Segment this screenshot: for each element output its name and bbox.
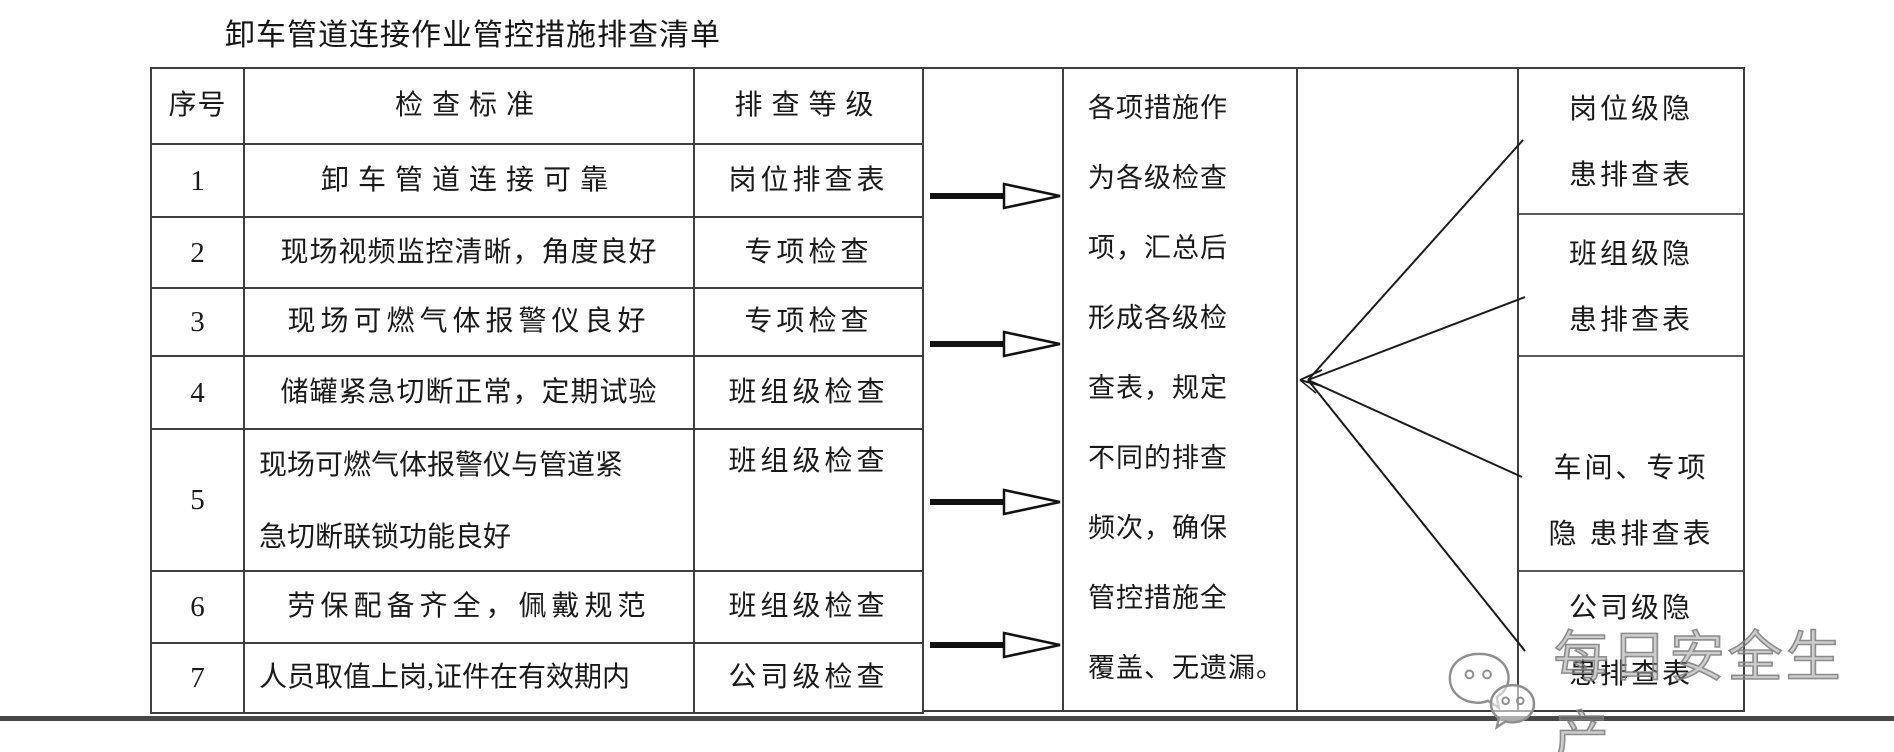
standard-cell: 现场可燃气体报警仪与管道紧 急切断联锁功能良好	[245, 430, 695, 572]
flow-arrow-icon	[930, 330, 1061, 358]
row-no: 7	[152, 644, 245, 714]
standard-cell: 卸车管道连接可靠	[245, 145, 695, 218]
output-box-team-level: 班组级隐 患排查表	[1519, 215, 1743, 357]
column-header-standard: 检查标准	[245, 69, 695, 145]
level-cell: 班组级检查	[695, 357, 924, 430]
level-cell: 专项检查	[695, 218, 924, 289]
level-cell: 班组级检查	[695, 572, 924, 644]
level-cell: 专项检查	[695, 289, 924, 357]
wechat-icon	[1448, 652, 1536, 730]
row-no: 3	[152, 289, 245, 357]
level-cell: 岗位排查表	[695, 145, 924, 218]
output-box-company-level: 公司级隐 患排查表	[1568, 593, 1693, 690]
row-no: 2	[152, 218, 245, 289]
row-no: 4	[152, 357, 245, 430]
standard-cell: 劳保配备齐全，佩戴规范	[245, 572, 695, 644]
summary-note-text: 各项措施作 为各级检查 项，汇总后 形成各级检 查表，规定 不同的排查 频次，确…	[1088, 93, 1284, 683]
watermark: 每日安全生产	[1444, 612, 1894, 752]
spacer-column	[1298, 67, 1517, 712]
row-no: 5	[152, 430, 245, 572]
summary-note-box: 各项措施作 为各级检查 项，汇总后 形成各级检 查表，规定 不同的排查 频次，确…	[1062, 67, 1298, 712]
row-no: 1	[152, 145, 245, 218]
standard-cell: 现场视频监控清晰，角度良好	[245, 218, 695, 289]
column-header-level: 排查等级	[695, 69, 924, 145]
flow-arrow-icon	[930, 488, 1061, 516]
page-title: 卸车管道连接作业管控措施排查清单	[225, 19, 721, 52]
level-cell: 班组级检查	[695, 430, 924, 572]
arrow-channel	[922, 67, 1062, 712]
flow-arrow-icon	[930, 182, 1061, 210]
watermark-text: 每日安全生产	[1553, 626, 1844, 752]
page-bottom-rule	[0, 716, 1894, 721]
standard-cell: 储罐紧急切断正常，定期试验	[245, 357, 695, 430]
flow-arrows	[930, 182, 1061, 659]
output-box-post-level: 岗位级隐 患排查表	[1519, 69, 1743, 215]
row-no: 6	[152, 572, 245, 644]
level-cell: 公司级检查	[695, 644, 924, 714]
flow-arrow-icon	[930, 631, 1061, 659]
output-box-workshop-special: 车间、专项 隐 患排查表	[1519, 357, 1743, 572]
standard-cell: 人员取值上岗,证件在有效期内	[245, 644, 695, 714]
column-header-no: 序号	[152, 69, 245, 145]
standard-cell: 现场可燃气体报警仪良好	[245, 289, 695, 357]
checklist-table: 序号 检查标准 排查等级 1 卸车管道连接可靠 岗位排查表 2 现场视频监控清晰…	[150, 67, 924, 714]
